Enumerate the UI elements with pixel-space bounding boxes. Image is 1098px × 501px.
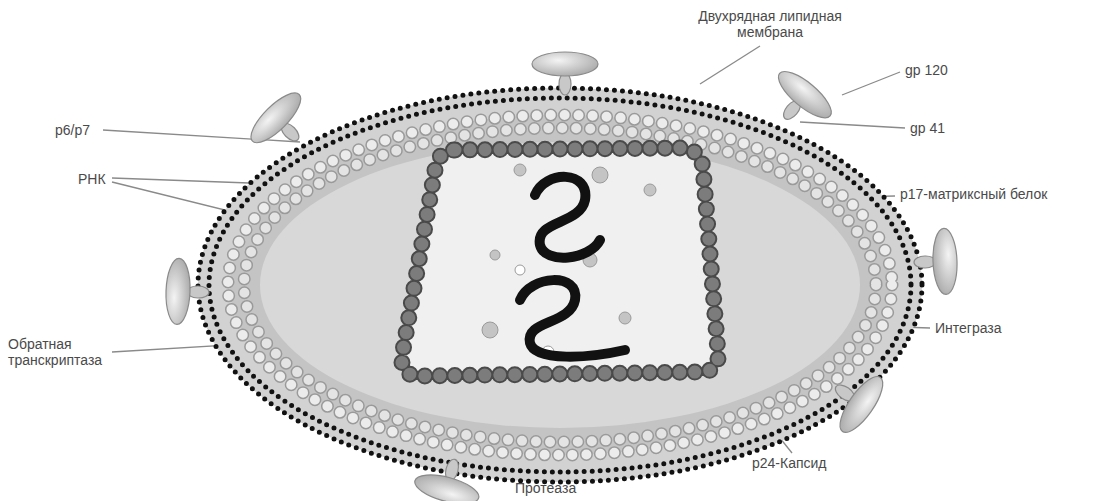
part-label: p17-матриксный белок (900, 186, 1050, 202)
glycoprotein-spikes (165, 52, 958, 501)
part-label: РНК (78, 171, 106, 187)
part-label: Протеаза (515, 480, 576, 496)
part-label: gp 120 (905, 62, 948, 78)
part-label: Интеграза (935, 320, 1002, 336)
part-label: p6/p7 (55, 122, 90, 138)
part-label: gp 41 (910, 120, 945, 136)
rna-strands (520, 177, 625, 357)
part-label: Обратная транскриптаза (8, 336, 118, 368)
part-label: Двухрядная липидная мембрана (680, 8, 860, 40)
capsid-shell (402, 148, 718, 376)
part-label: p24-Капсид (752, 455, 827, 471)
